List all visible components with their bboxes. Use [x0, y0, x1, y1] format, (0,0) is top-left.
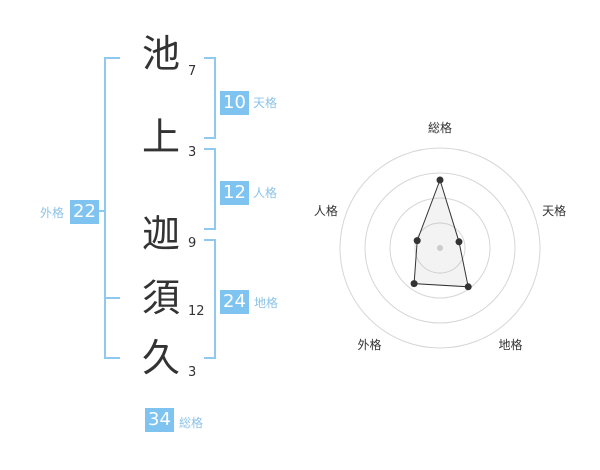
radar-point-5	[413, 237, 421, 245]
stroke-count-2: 3	[188, 145, 197, 160]
tenkaku-value: 10	[220, 91, 249, 115]
stroke-count-1: 7	[188, 64, 197, 79]
tenkaku-bracket	[204, 57, 216, 139]
soukaku-value: 34	[145, 408, 174, 432]
chikaku-bracket	[204, 239, 216, 359]
radar-point-4	[410, 280, 418, 288]
radar-axis-label-2: 天格	[542, 203, 566, 218]
radar-point-1	[436, 176, 444, 184]
stroke-count-5: 3	[188, 365, 197, 380]
gaikaku-bracket-tick	[104, 297, 120, 299]
jinkaku-label: 人格	[253, 186, 278, 200]
radar-axis-label-1: 総格	[428, 120, 452, 135]
radar-axis-label-3: 地格	[498, 337, 522, 352]
name-char-5: 久	[141, 336, 180, 380]
chikaku-label: 地格	[254, 296, 279, 310]
radar-polygon	[413, 178, 469, 288]
jinkaku-value: 12	[220, 181, 249, 205]
radar-axis-label-4: 外格	[357, 337, 381, 352]
gaikaku-value: 22	[70, 200, 99, 224]
name-char-1: 池	[141, 32, 180, 76]
stroke-count-4: 12	[188, 304, 205, 319]
radar-ring-3	[364, 172, 516, 324]
radar-point-2	[455, 238, 463, 246]
stroke-count-3: 9	[188, 236, 197, 251]
radar-series	[410, 176, 472, 291]
chikaku-value: 24	[220, 290, 249, 314]
jinkaku-bracket	[204, 148, 216, 230]
name-char-4: 須	[141, 276, 180, 320]
gaikaku-bracket	[104, 57, 120, 359]
name-char-3: 迦	[141, 212, 180, 256]
gaikaku-label: 外格	[40, 206, 65, 220]
radar-point-3	[464, 283, 472, 291]
radar-ring-2	[389, 197, 491, 299]
name-char-2: 上	[141, 115, 180, 159]
gaikaku-bracket-stem	[96, 210, 104, 212]
soukaku-label: 総格	[179, 416, 204, 430]
radar-axis-label-5: 人格	[314, 203, 338, 218]
radar-center-dot	[437, 245, 443, 251]
radar-ring-4	[339, 147, 541, 349]
radar-ring-1	[414, 222, 466, 274]
radar-grid	[339, 147, 541, 349]
tenkaku-label: 天格	[253, 96, 278, 110]
